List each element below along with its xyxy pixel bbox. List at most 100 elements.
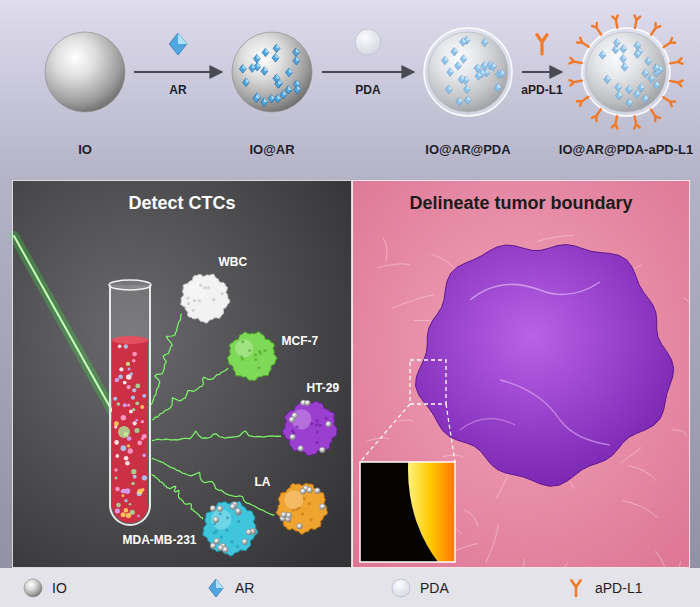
- cell-body: [202, 501, 257, 556]
- stage-label: IO@AR: [249, 142, 294, 157]
- cell-texture: [263, 349, 266, 352]
- io-symbol: [213, 538, 219, 544]
- cell-texture: [186, 296, 189, 299]
- legend-item: PDA: [390, 568, 449, 607]
- io-symbol: [319, 503, 325, 509]
- iron-oxide-sphere: [232, 32, 312, 112]
- ar-crystal: [272, 54, 279, 63]
- tissue-fiber: [621, 447, 642, 463]
- stage-label: IO@AR@PDA: [425, 142, 510, 157]
- tissue-fiber: [628, 465, 656, 480]
- cell-texture: [253, 353, 256, 356]
- crystal-body: [273, 44, 280, 53]
- legend-item: AR: [205, 568, 254, 607]
- legend-symbol: [205, 577, 227, 599]
- crystal-body: [209, 579, 223, 597]
- reagent-label: aPD-L1: [521, 83, 562, 97]
- process-arrow: [134, 71, 222, 73]
- antibody-symbol: [592, 23, 601, 35]
- ar-crystal: [293, 48, 300, 57]
- crystal-facet: [288, 86, 291, 90]
- ar-crystal: [253, 54, 260, 63]
- crystal-facet: [289, 68, 292, 72]
- crystal-facet: [252, 64, 255, 68]
- io-symbol: [300, 488, 306, 494]
- legend-text: AR: [235, 580, 254, 596]
- ar-crystal: [294, 85, 301, 94]
- nanoprobe-figure: [418, 22, 518, 122]
- io-symbol: [210, 543, 216, 549]
- pda-shell: [424, 28, 512, 116]
- raman-spectra: [151, 314, 281, 520]
- legend-symbol: [390, 577, 412, 599]
- cell-texture: [203, 286, 206, 289]
- test-tube: [109, 280, 151, 525]
- tumor-ridge: [470, 282, 600, 300]
- tissue-fiber: [622, 500, 658, 517]
- cell-texture: [302, 497, 305, 500]
- tissue-texture: [352, 236, 690, 568]
- cell-texture: [219, 535, 222, 538]
- stage-label: IO: [78, 142, 92, 157]
- process-arrow: [322, 71, 414, 73]
- crystal-body: [261, 98, 268, 107]
- antibody-symbol: [612, 15, 618, 27]
- tube-glass: [110, 285, 150, 525]
- cell-texture: [214, 529, 217, 532]
- cell-texture: [199, 283, 202, 286]
- cell-texture: [257, 366, 260, 369]
- cell-node: MCF-7: [226, 330, 278, 382]
- tissue-fiber: [486, 523, 499, 563]
- crystal-facet: [276, 54, 279, 58]
- crystal-facet: [264, 98, 267, 102]
- crystal-body: [253, 54, 260, 63]
- ar-crystal: [286, 68, 293, 77]
- cell-node: MDA-MB-231: [201, 499, 259, 557]
- tissue-fiber: [463, 510, 478, 527]
- cell-figure: [275, 481, 329, 535]
- antibody-symbol: [670, 58, 682, 64]
- cell-texture: [248, 348, 251, 351]
- io-symbol: [314, 487, 320, 493]
- ar-crystal: [253, 94, 260, 103]
- cell-texture: [324, 416, 327, 419]
- tissue-fiber: [667, 561, 681, 568]
- zoom-leader: [360, 404, 410, 462]
- ar-crystal: [293, 56, 300, 65]
- spectrum-trace: [152, 474, 203, 519]
- io-symbol: [222, 546, 228, 552]
- cell-texture: [297, 506, 300, 509]
- cell-line-label: WBC: [219, 255, 248, 269]
- cell-line-label: MCF-7: [282, 334, 319, 348]
- ar-crystal: [262, 48, 269, 57]
- nanoprobe-stage: IO@AR: [226, 26, 318, 118]
- cell-texture: [309, 518, 312, 521]
- cell-body: [276, 483, 328, 534]
- antibody-symbol: [670, 81, 682, 87]
- cell-texture: [220, 291, 223, 294]
- cell-texture: [315, 430, 318, 433]
- io-symbol: [296, 523, 302, 529]
- crystal-body: [249, 64, 256, 73]
- zoom-leader: [446, 404, 455, 462]
- ar-crystal: [285, 86, 292, 95]
- io-symbol: [217, 505, 223, 511]
- cell-texture: [315, 419, 318, 422]
- heatmap-hot: [408, 462, 455, 562]
- tumor-mass: [416, 245, 674, 487]
- cell-line-label: LA: [255, 475, 271, 489]
- legend-text: PDA: [420, 580, 449, 596]
- legend-item: IO: [22, 568, 67, 607]
- cell-node: HT-29: [281, 399, 339, 457]
- io-symbol: [289, 434, 295, 440]
- iron-oxide-sphere: [45, 32, 125, 112]
- tissue-fiber: [655, 551, 668, 568]
- legend-item: aPD-L1: [565, 568, 642, 607]
- cell-texture: [295, 425, 298, 428]
- spectrum-trace: [152, 458, 274, 515]
- spectrum-trace: [152, 431, 281, 441]
- antibody-symbol: [651, 110, 660, 122]
- cell-texture: [318, 423, 321, 426]
- tissue-fiber: [399, 420, 415, 423]
